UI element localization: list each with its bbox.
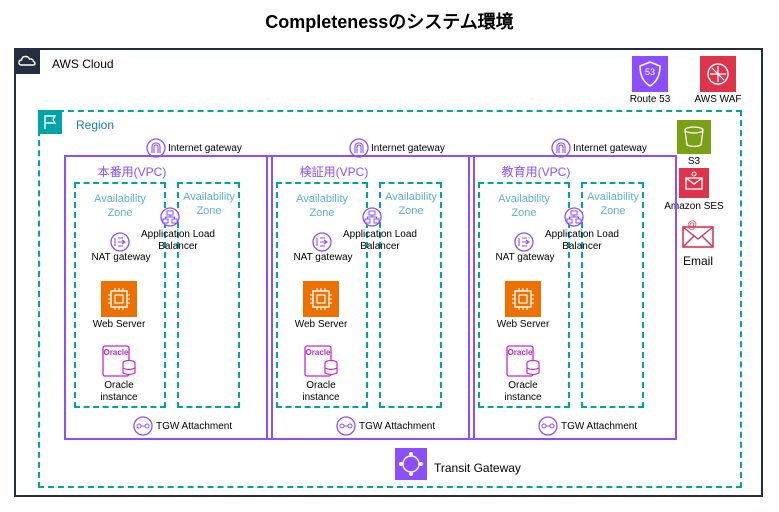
nat-gateway-label: NAT gateway: [293, 252, 353, 263]
oracle-db-icon: [304, 345, 340, 377]
tgw-attachment-label: TGW Attachment: [359, 421, 436, 432]
waf-icon: [700, 56, 736, 92]
oracle-instance-label: Oracle: [104, 380, 134, 391]
load-balancer-label: Balancer: [158, 241, 198, 252]
transit-gateway-label: Transit Gateway: [434, 461, 521, 475]
vpc-group: [64, 155, 273, 440]
internet-gateway-label: Internet gateway: [573, 143, 647, 154]
email-label: Email: [682, 254, 713, 268]
load-balancer-label: Application Load: [545, 229, 619, 240]
availability-zone-label: Zone: [600, 205, 626, 217]
availability-zone-label: Availability: [587, 191, 639, 203]
vpc-name: 本番用(VPC): [97, 165, 167, 179]
internet-gateway-icon: [551, 138, 571, 158]
vpc-name: 検証用(VPC): [299, 165, 369, 179]
oracle-instance-label: instance: [302, 392, 340, 403]
availability-zone-label: Zone: [309, 207, 335, 219]
oracle-instance-label: instance: [504, 392, 542, 403]
availability-zone-label: Zone: [107, 207, 133, 219]
availability-zone-label: Zone: [398, 205, 424, 217]
ec2-instance-icon: [505, 281, 541, 317]
nat-gateway-label: NAT gateway: [91, 252, 151, 263]
aws-cloud-group: [14, 48, 763, 497]
route53-icon: [632, 56, 668, 92]
availability-zone-group: [276, 182, 368, 408]
load-balancer-label: Balancer: [562, 241, 602, 252]
internet-gateway-label: Internet gateway: [168, 143, 242, 154]
web-server-label: Web Server: [92, 319, 146, 330]
nat-gateway-label: NAT gateway: [495, 252, 555, 263]
oracle-db-icon: [506, 345, 542, 377]
oracle-badge: Oracle: [103, 348, 129, 357]
oracle-badge: Oracle: [507, 348, 533, 357]
vpc-group: [468, 155, 677, 440]
availability-zone-label: Availability: [498, 193, 550, 205]
ec2-instance-icon: [303, 281, 339, 317]
availability-zone-group: [581, 182, 644, 408]
availability-zone-group: [379, 182, 442, 408]
ses-icon: [679, 168, 709, 198]
availability-zone-group: [478, 182, 570, 408]
vpc-group: [266, 155, 475, 440]
web-server-label: Web Server: [496, 319, 550, 330]
oracle-instance-label: Oracle: [508, 380, 538, 391]
availability-zone-label: Availability: [183, 191, 235, 203]
internet-gateway-label: Internet gateway: [371, 143, 445, 154]
email-icon: @: [679, 218, 717, 250]
aws-cloud-icon: [14, 48, 40, 74]
nat-gateway-icon: [312, 232, 332, 252]
availability-zone-label: Availability: [385, 191, 437, 203]
load-balancer-label: Application Load: [141, 229, 215, 240]
availability-zone-label: Availability: [94, 193, 146, 205]
tgw-attachment-label: TGW Attachment: [561, 421, 638, 432]
tgw-attachment-icon: [336, 416, 356, 436]
tgw-attachment-label: TGW Attachment: [156, 421, 233, 432]
s3-label: S3: [687, 156, 701, 167]
waf-label: AWS WAF: [694, 94, 742, 105]
aws-cloud-label: AWS Cloud: [52, 57, 114, 71]
oracle-instance-label: instance: [100, 392, 138, 403]
ses-label: Amazon SES: [664, 201, 724, 212]
availability-zone-label: Zone: [196, 205, 222, 217]
svg-text:@: @: [687, 220, 697, 231]
load-balancer-icon: [362, 207, 382, 227]
tgw-attachment-icon: [133, 416, 153, 436]
nat-gateway-icon: [514, 232, 534, 252]
oracle-badge: Oracle: [305, 348, 331, 357]
availability-zone-label: Zone: [511, 207, 537, 219]
nat-gateway-icon: [110, 232, 130, 252]
load-balancer-label: Application Load: [343, 229, 417, 240]
load-balancer-icon: [564, 207, 584, 227]
oracle-db-icon: [102, 345, 138, 377]
web-server-label: Web Server: [294, 319, 348, 330]
region-flag-icon: [38, 110, 62, 134]
region-label: Region: [76, 118, 115, 132]
tgw-attachment-icon: [538, 416, 558, 436]
region-group: [38, 110, 742, 488]
route53-badge: 53: [644, 67, 655, 77]
load-balancer-icon: [160, 207, 180, 227]
ec2-instance-icon: [101, 281, 137, 317]
page-title: Completenessのシステム環境: [265, 12, 514, 32]
internet-gateway-icon: [146, 138, 166, 158]
transit-gateway-icon: [395, 448, 427, 480]
vpc-name: 教育用(VPC): [501, 165, 571, 179]
s3-icon: [677, 120, 711, 154]
load-balancer-label: Balancer: [360, 241, 400, 252]
availability-zone-label: Availability: [296, 193, 348, 205]
availability-zone-group: [74, 182, 166, 408]
availability-zone-group: [177, 182, 240, 408]
oracle-instance-label: Oracle: [306, 380, 336, 391]
route53-label: Route 53: [629, 94, 671, 105]
internet-gateway-icon: [349, 138, 369, 158]
